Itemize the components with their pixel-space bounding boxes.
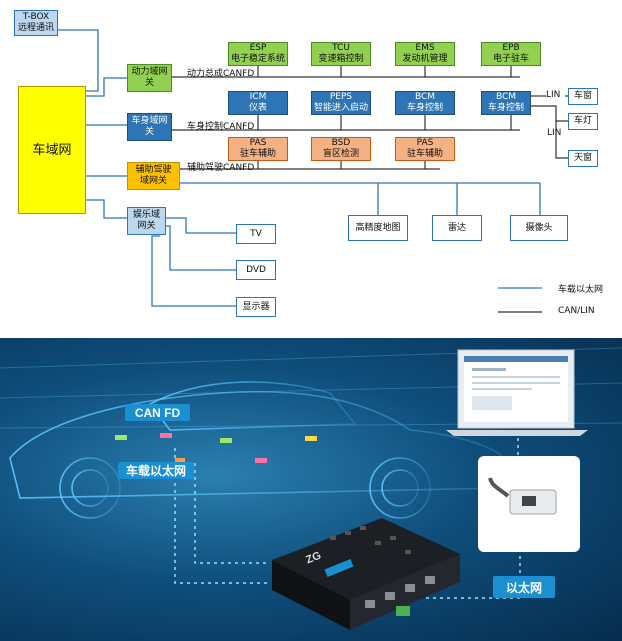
tbox-code: T-BOX <box>22 12 50 22</box>
media-tv: TV <box>236 224 276 244</box>
ecu-code: ICM <box>249 92 267 102</box>
ecu-name: 盲区检测 <box>322 149 359 159</box>
ethernet-tag-label: 以太网 <box>505 580 542 595</box>
body-bus-label: 车身控制CANFD <box>187 122 255 132</box>
media-label: DVD <box>246 264 266 275</box>
adas-bus-label: 辅助驾驶CANFD <box>187 163 255 173</box>
ecu-code: PAS <box>249 138 267 148</box>
sensor-radar: 雷达 <box>432 215 482 241</box>
ecu-name: 变速箱控制 <box>318 54 364 64</box>
adas-gateway-node: 辅助驾驶域网关 <box>127 162 180 190</box>
ecu-ems: EMS 发动机管理 <box>395 42 455 66</box>
ecu-tcu: TCU 变速箱控制 <box>311 42 371 66</box>
ecu-code: ESP <box>249 43 267 53</box>
ecu-icm: ICM 仪表 <box>228 91 288 115</box>
ecu-name: 电子稳定系统 <box>230 54 285 64</box>
body-gateway-label: 车身域网关 <box>131 116 168 137</box>
ecu-pas-1: PAS 驻车辅助 <box>228 137 288 161</box>
product-illustration: ZG CAN FD 车载以太网 以太网 <box>0 338 622 641</box>
core-network-node: 车域网 <box>18 86 86 214</box>
ecu-code: TCU <box>332 43 350 53</box>
power-bus-label: 动力总成CANFD <box>187 69 255 79</box>
media-display: 显示器 <box>236 297 276 317</box>
infotainment-gateway-label: 娱乐域网关 <box>132 210 160 231</box>
power-gateway-node: 动力域网关 <box>127 64 172 92</box>
car-silhouette <box>9 381 506 519</box>
sensor-camera: 摄像头 <box>510 215 568 241</box>
legend-can-label: CAN/LIN <box>558 306 595 316</box>
ecu-code: PAS <box>416 138 434 148</box>
ecu-name: 驻车辅助 <box>239 149 276 159</box>
media-dvd: DVD <box>236 260 276 280</box>
ecu-esp: ESP 电子稳定系统 <box>228 42 288 66</box>
tbox-node: T-BOX 远程通讯 <box>14 10 58 36</box>
ecu-code: PEPS <box>329 92 353 102</box>
lin-node-label: 车灯 <box>573 116 592 126</box>
ecu-bsd: BSD 盲区检测 <box>311 137 371 161</box>
ecu-peps: PEPS 智能进入启动 <box>311 91 371 115</box>
adas-gateway-label: 辅助驾驶域网关 <box>135 165 172 186</box>
lin-label: LIN <box>547 128 562 138</box>
ecu-code: EMS <box>415 43 435 53</box>
sensor-label: 雷达 <box>447 222 466 233</box>
ethernet-tag: 以太网 <box>493 576 555 598</box>
lin-node-lamp: 车灯 <box>568 113 598 130</box>
ecu-name: 驻车辅助 <box>406 149 443 159</box>
media-label: 显示器 <box>242 301 270 312</box>
ecu-name: 发动机管理 <box>402 54 448 64</box>
vehicle-ethernet-tag: 车载以太网 <box>118 462 194 479</box>
media-label: TV <box>250 228 262 239</box>
lin-node-window: 车窗 <box>568 88 598 105</box>
illustration-artwork <box>0 347 622 630</box>
canfd-tag-label: CAN FD <box>134 405 181 420</box>
data-packets <box>115 433 317 463</box>
sensor-label: 高精度地图 <box>355 222 401 233</box>
ecu-code: BSD <box>331 138 351 148</box>
ecu-bcm-1: BCM 车身控制 <box>395 91 455 115</box>
network-topology-diagram: T-BOX 远程通讯 车域网 动力域网关 车身域网关 辅助驾驶域网关 娱乐域网关… <box>14 10 604 317</box>
ecu-epb: EPB 电子驻车 <box>481 42 541 66</box>
connection-lines <box>55 29 568 313</box>
ecu-name: 电子驻车 <box>492 54 529 64</box>
ecu-name: 车身控制 <box>487 103 524 113</box>
ecu-bcm-2: BCM 车身控制 <box>481 91 531 115</box>
ecu-code: EPB <box>502 43 520 53</box>
ecu-name: 仪表 <box>248 103 267 113</box>
lin-node-sunroof: 天窗 <box>568 150 598 167</box>
gateway-device-icon <box>272 518 460 630</box>
legend-ethernet-label: 车载以太网 <box>558 285 604 295</box>
sensor-label: 摄像头 <box>525 222 553 233</box>
tbox-name: 远程通讯 <box>17 23 54 33</box>
lin-node-label: 天窗 <box>573 153 592 163</box>
ethernet-adapter-icon <box>478 456 580 552</box>
power-gateway-label: 动力域网关 <box>131 67 168 88</box>
lin-node-label: 车窗 <box>573 91 592 101</box>
infotainment-gateway-node: 娱乐域网关 <box>127 207 166 235</box>
ecu-name: 智能进入启动 <box>313 103 368 113</box>
ecu-code: BCM <box>495 92 517 102</box>
vehicle-ethernet-tag-label: 车载以太网 <box>125 464 186 478</box>
ecu-name: 车身控制 <box>406 103 443 113</box>
lin-label: LIN <box>546 90 561 100</box>
laptop-icon <box>446 349 588 436</box>
ecu-pas-2: PAS 驻车辅助 <box>395 137 455 161</box>
ecu-code: BCM <box>414 92 436 102</box>
canfd-tag: CAN FD <box>125 404 190 421</box>
core-network-label: 车域网 <box>32 142 72 158</box>
sensor-hd-map: 高精度地图 <box>348 215 408 241</box>
body-gateway-node: 车身域网关 <box>127 113 172 141</box>
